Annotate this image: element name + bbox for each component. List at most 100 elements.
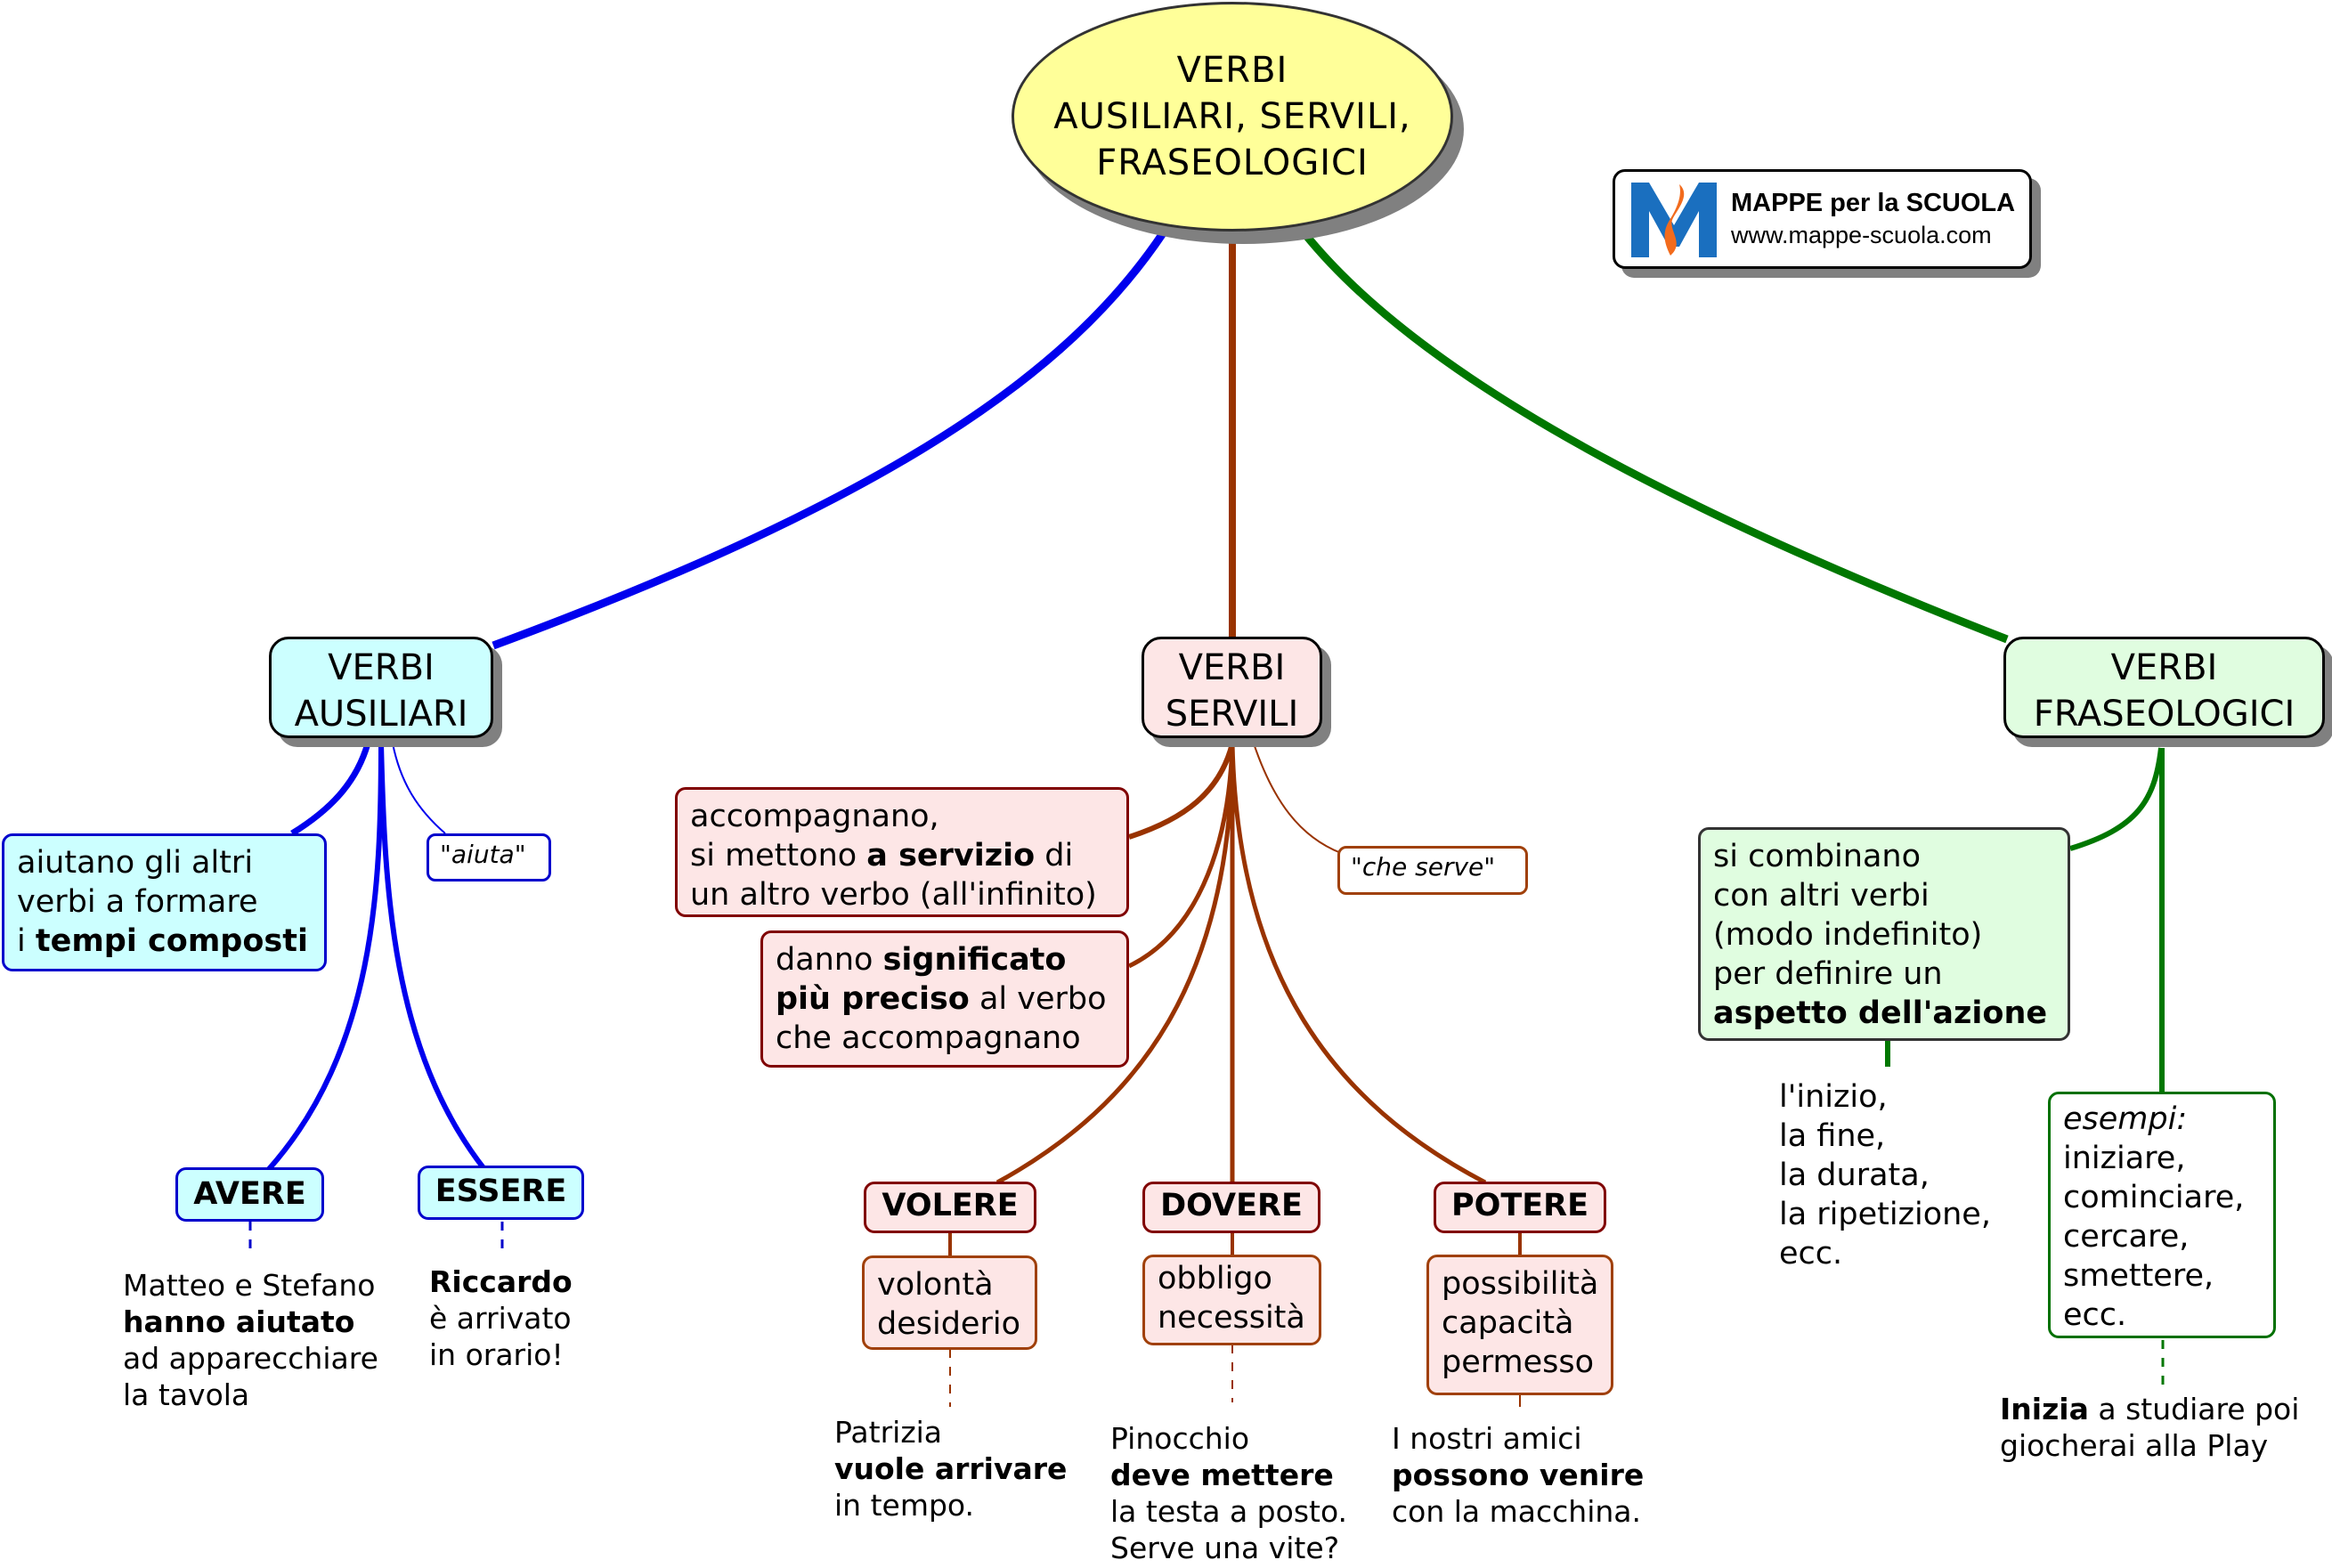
avere-box: AVERE (175, 1167, 324, 1222)
volere-label: VOLERE (882, 1188, 1019, 1223)
servili-def2-post: al verbo (969, 981, 1107, 1017)
aspect-item: l'inizio, (1779, 1079, 1888, 1115)
link-ser-volere (995, 743, 1235, 1185)
dovere-example: Pinocchio deve mettere la testa a posto.… (1110, 1420, 1347, 1566)
link-ser-def1 (1128, 743, 1235, 840)
node-verbi-servili: VERBI SERVILI (1142, 637, 1322, 738)
essere-example: Riccardo è arrivato in orario! (429, 1263, 573, 1373)
potere-example-line1: I nostri amici (1392, 1421, 1582, 1456)
fraseologici-def-bold: aspetto dell'azione (1713, 995, 2048, 1031)
servili-def2-bold2: più preciso (776, 981, 970, 1017)
link-aus-meaning (392, 743, 446, 834)
volere-example-line3: in tempo. (834, 1488, 975, 1523)
dovere-example-bold: deve mettere (1110, 1458, 1334, 1492)
servili-def2-bold1: significato (882, 942, 1067, 978)
ausiliari-def-line3-pre: i (17, 923, 36, 959)
link-fra-definition (2069, 747, 2164, 851)
dovere-example-line4: Serve una vite? (1110, 1531, 1340, 1565)
servili-meaning: "che serve" (1351, 852, 1496, 881)
logo-m-icon (1629, 179, 1719, 259)
servili-def1-bold: a servizio (866, 838, 1036, 873)
dovere-example-line3: la testa a posto. (1110, 1494, 1348, 1529)
volere-example-bold: vuole arrivare (834, 1451, 1068, 1486)
link-ser-potere (1230, 743, 1487, 1185)
potere-label: POTERE (1450, 1188, 1589, 1223)
volere-meaning-line1: volontà (877, 1267, 994, 1303)
center-node: VERBI AUSILIARI, SERVILI, FRASEOLOGICI (1012, 2, 1453, 232)
avere-example-line3: ad apparecchiare (123, 1341, 378, 1376)
servili-def2-line1: danno significato (776, 940, 1114, 979)
fraseologici-sentence: Inizia a studiare poi giocherai alla Pla… (2000, 1391, 2299, 1464)
fraseologici-def-line3: (modo indefinito) (1713, 917, 1983, 953)
fraseologici-definition-box: si combinano con altri verbi (modo indef… (1698, 827, 2070, 1041)
volere-example: Patrizia vuole arrivare in tempo. (834, 1414, 1067, 1523)
ausiliari-title-line2: AUSILIARI (294, 694, 468, 735)
volere-meaning-line2: desiderio (877, 1306, 1020, 1342)
dovere-meaning-box: obbligo necessità (1142, 1255, 1321, 1345)
link-aus-essere (378, 743, 487, 1171)
branch-fraseologici (1301, 231, 2009, 644)
dovere-box: DOVERE (1142, 1182, 1320, 1233)
potere-meaning-line3: permesso (1442, 1345, 1595, 1380)
fraseologici-def-line4: per definire un (1713, 956, 1943, 992)
potere-example: I nostri amici possono venire con la mac… (1392, 1420, 1644, 1530)
avere-example-line1: Matteo e Stefano (123, 1268, 376, 1303)
avere-label: AVERE (193, 1176, 306, 1212)
dovere-meaning-line1: obbligo (1158, 1261, 1272, 1296)
fraseologici-def-line1: si combinano (1713, 839, 1922, 874)
servili-def2-pre: danno (776, 942, 883, 978)
fraseologici-examples-box: esempi: iniziare, cominciare, cercare, s… (2048, 1092, 2276, 1338)
logo-url: www.mappe-scuola.com (1731, 222, 1992, 248)
potere-example-bold: possono venire (1392, 1458, 1645, 1492)
servili-def1-line1: accompagnano, (690, 799, 939, 834)
volere-meaning-box: volontà desiderio (862, 1255, 1037, 1350)
potere-example-line3: con la macchina. (1392, 1494, 1641, 1529)
potere-meaning-line1: possibilità (1442, 1266, 1599, 1302)
center-title-line3: FRASEOLOGICI (1096, 142, 1369, 183)
fraseologici-title-line2: FRASEOLOGICI (2033, 694, 2295, 735)
brand-logo-box[interactable]: MAPPE per la SCUOLA www.mappe-scuola.com (1613, 169, 2032, 269)
volere-example-line1: Patrizia (834, 1415, 943, 1450)
avere-example: Matteo e Stefano hanno aiutato ad appare… (123, 1267, 378, 1413)
dovere-label: DOVERE (1160, 1188, 1303, 1223)
fraseologici-title-line1: VERBI (2110, 647, 2218, 688)
example-item: smettere, (2063, 1258, 2214, 1294)
center-title-line2: AUSILIARI, SERVILI, (1053, 96, 1411, 137)
servili-def2-line2: più preciso al verbo (776, 979, 1114, 1019)
potere-box: POTERE (1434, 1182, 1606, 1233)
branch-ausiliari (492, 231, 1166, 650)
example-item: iniziare, (2063, 1141, 2186, 1176)
avere-example-line4: la tavola (123, 1377, 250, 1412)
ausiliari-meaning-box: "aiuta" (427, 833, 551, 881)
servili-title-line2: SERVILI (1165, 694, 1299, 735)
dovere-meaning-line2: necessità (1158, 1300, 1305, 1336)
servili-def2-line3: che accompagnano (776, 1020, 1081, 1056)
sentence-post: a studiare poi (2088, 1392, 2300, 1426)
essere-box: ESSERE (418, 1166, 584, 1220)
volere-box: VOLERE (864, 1182, 1036, 1233)
dovere-example-line1: Pinocchio (1110, 1421, 1250, 1456)
potere-meaning-box: possibilità capacità permesso (1426, 1255, 1613, 1395)
servili-def1-pre: si mettono (690, 838, 867, 873)
ausiliari-def-line1: aiutano gli altri (17, 845, 254, 881)
sentence-bold: Inizia (2000, 1392, 2089, 1426)
essere-example-line2: è arrivato (429, 1301, 572, 1336)
example-item: ecc. (2063, 1297, 2127, 1333)
essere-example-bold: Riccardo (429, 1264, 573, 1299)
servili-def1-line2: si mettono a servizio di (690, 836, 1114, 875)
center-title-line1: VERBI (1176, 50, 1288, 91)
ausiliari-meaning: "aiuta" (440, 840, 526, 869)
sentence-line2: giocherai alla Play (2000, 1428, 2269, 1463)
servili-meaning-box: "che serve" (1337, 846, 1528, 895)
fraseologici-aspects: l'inizio, la fine, la durata, la ripetiz… (1779, 1077, 1991, 1273)
example-item: cercare, (2063, 1219, 2190, 1255)
essere-label: ESSERE (435, 1174, 567, 1209)
node-verbi-ausiliari: VERBI AUSILIARI (269, 637, 493, 738)
servili-definition2-box: danno significato più preciso al verbo c… (760, 930, 1129, 1068)
aspect-item: la fine, (1779, 1118, 1886, 1154)
link-aus-definition (290, 743, 371, 836)
aspect-item: la ripetizione, (1779, 1197, 1991, 1232)
example-item: cominciare, (2063, 1180, 2245, 1215)
servili-title-line1: VERBI (1178, 647, 1286, 688)
